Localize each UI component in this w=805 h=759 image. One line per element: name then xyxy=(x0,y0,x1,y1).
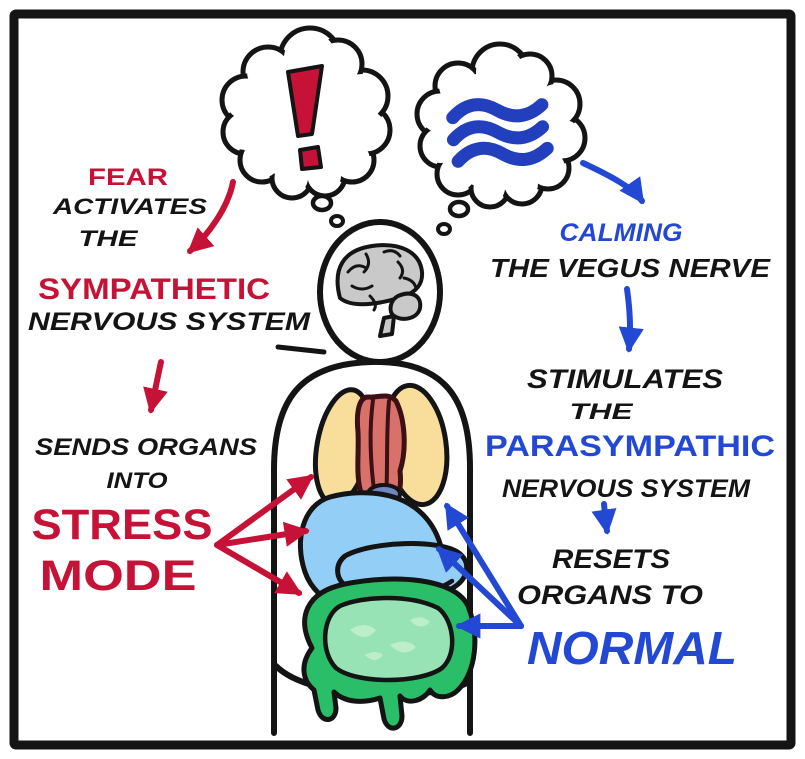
label-sends-organs: SENDS ORGANS xyxy=(35,434,257,461)
label-stress: STRESS xyxy=(32,501,213,549)
arrow-to-sends-organs xyxy=(143,359,168,414)
frame-border xyxy=(9,9,796,750)
thought-trail-dot xyxy=(436,222,452,236)
label-the-right: THE xyxy=(570,399,635,424)
pointer-line-to-head xyxy=(275,344,327,355)
arrow-to-resets xyxy=(591,501,617,535)
arrow-normal-to-gut xyxy=(436,546,524,629)
parasympathetic-labels: CALMING THE VEGUS NERVE STIMULATES THE P… xyxy=(485,219,775,674)
label-the-vegus-nerve: THE VEGUS NERVE xyxy=(490,253,771,283)
exclamation-mark-icon xyxy=(286,64,324,171)
thought-bubble-calm xyxy=(414,41,588,236)
label-nervous-system-right: NERVOUS SYSTEM xyxy=(502,475,751,503)
arrow-vegus-to-stimulates xyxy=(618,286,644,353)
arrow-stress-to-stomach xyxy=(214,521,310,548)
label-parasympathic: PARASYMPATHIC xyxy=(485,430,775,463)
parasympathetic-arrows xyxy=(436,160,645,639)
label-activates: ACTIVATES xyxy=(52,194,208,219)
thought-trail-dot xyxy=(310,193,334,213)
label-sympathetic: SYMPATHETIC xyxy=(38,273,270,306)
thought-trail-dot xyxy=(447,199,471,219)
arrow-normal-to-stomach xyxy=(444,502,524,629)
intestines-icon xyxy=(301,576,478,731)
label-normal: NORMAL xyxy=(527,622,737,674)
label-into: INTO xyxy=(107,468,168,493)
arrow-bubble-to-calming xyxy=(580,160,645,205)
label-the: THE xyxy=(79,226,140,251)
brain-icon xyxy=(335,243,425,338)
thought-trail-dot xyxy=(329,214,345,228)
label-nervous-system-left: NERVOUS SYSTEM xyxy=(28,308,311,336)
organs xyxy=(297,382,478,731)
sympathetic-arrows xyxy=(143,179,315,596)
head xyxy=(275,219,443,365)
arrow-stress-to-lungs xyxy=(214,474,315,548)
arrow-stress-to-intestines xyxy=(214,542,303,596)
label-resets: RESETS xyxy=(552,544,670,574)
label-organs-to: ORGANS TO xyxy=(517,580,703,610)
sympathetic-labels: FEAR ACTIVATES THE SYMPATHETIC NERVOUS S… xyxy=(28,164,311,600)
label-stimulates: STIMULATES xyxy=(527,364,723,394)
thought-bubble-fear xyxy=(219,25,393,228)
arrow-fear-down xyxy=(187,179,236,254)
label-fear: FEAR xyxy=(88,164,168,191)
calm-waves-icon xyxy=(446,98,554,168)
label-mode: MODE xyxy=(40,552,197,600)
label-calming: CALMING xyxy=(560,219,683,247)
